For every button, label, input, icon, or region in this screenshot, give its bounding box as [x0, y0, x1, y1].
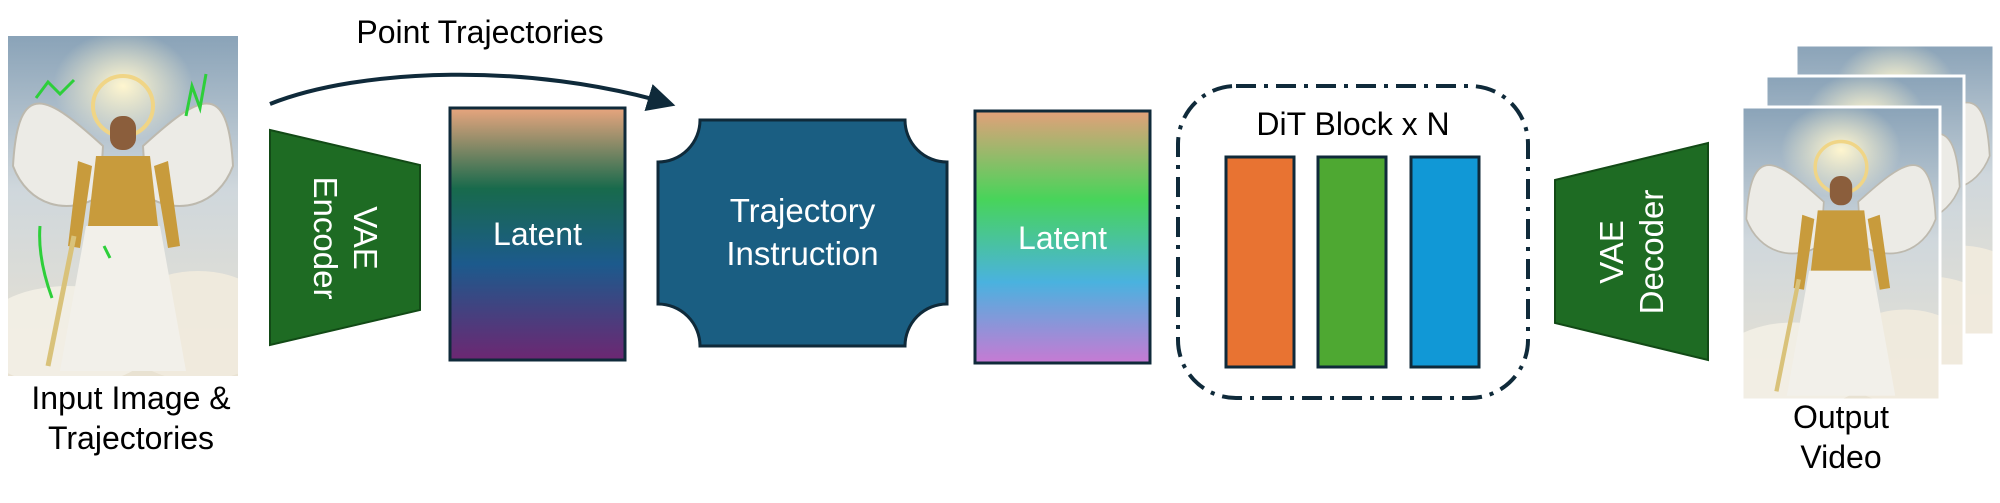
dit-block-orange — [1224, 155, 1296, 369]
vae-encoder-block — [269, 128, 421, 347]
vae-encoder-line2: Encoder — [307, 176, 345, 300]
vae-decoder-line1: VAE — [1593, 220, 1630, 284]
vae-decoder-block — [1554, 141, 1709, 362]
point-trajectories-label: Point Trajectories — [356, 14, 604, 50]
vae-decoder-line2: Decoder — [1632, 189, 1670, 315]
input-image — [0, 31, 278, 386]
vae-encoder-label: VAE Encoder — [305, 153, 385, 323]
output-caption: Output Video — [1742, 397, 1940, 477]
input-caption-line2: Trajectories — [48, 420, 214, 456]
output-video-frames — [1740, 43, 1996, 402]
latent-block-1 — [448, 106, 627, 362]
latent-2-label: Latent — [1018, 220, 1107, 256]
trajectory-instruction-line1: Trajectory — [729, 192, 876, 229]
dit-label: DiT Block x N — [1256, 106, 1450, 142]
input-caption: Input Image & Trajectories — [0, 378, 262, 458]
dit-container — [1176, 84, 1530, 400]
dit-block-green — [1316, 155, 1388, 369]
input-caption-line1: Input Image & — [31, 380, 231, 416]
latent-1-label: Latent — [493, 216, 582, 252]
output-caption-line1: Output — [1792, 399, 1890, 435]
trajectory-instruction-block — [656, 118, 949, 348]
latent-block-2 — [973, 109, 1152, 365]
vae-encoder-line1: VAE — [347, 206, 384, 270]
output-caption-line2: Video — [1800, 439, 1882, 475]
dit-block-blue — [1409, 155, 1481, 369]
vae-decoder-label: VAE Decoder — [1592, 167, 1672, 337]
trajectory-arrow — [269, 72, 676, 111]
trajectory-instruction-label: Trajectory Instruction — [658, 190, 947, 276]
trajectory-instruction-line2: Instruction — [726, 234, 879, 272]
